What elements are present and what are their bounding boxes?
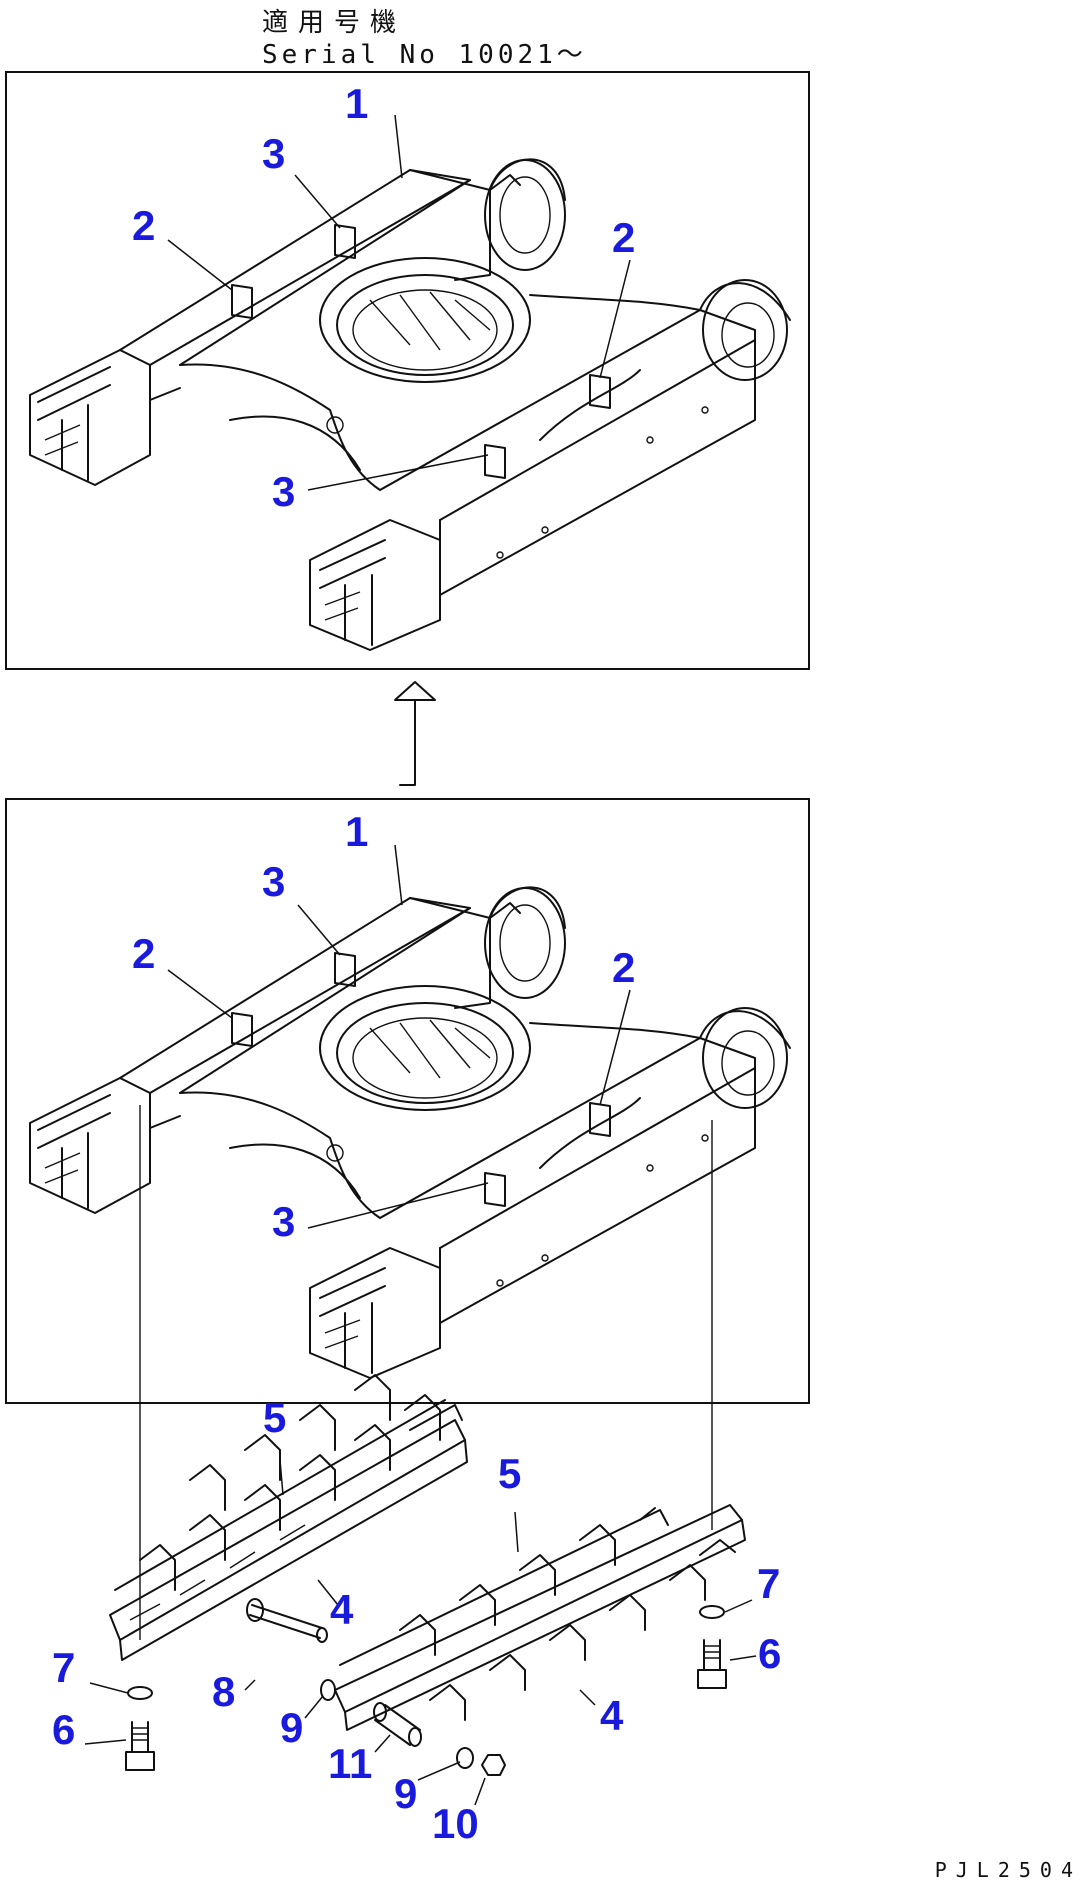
washer-7-right [699,1605,725,1619]
bolt-6-left [125,1721,155,1771]
leader-line [579,1689,596,1706]
callout-10: 10 [432,1800,479,1847]
callout-4: 4 [330,1586,354,1633]
callout-3: 3 [262,858,285,905]
washer-7-left [127,1686,153,1700]
leader-line [244,1679,256,1691]
change-arrow-head [394,681,436,701]
lower-view-frame [5,798,810,1404]
track-guard-right [334,1504,746,1731]
callout-4: 4 [600,1692,624,1739]
leader-line [307,1182,489,1229]
leader-line [374,1734,391,1753]
long-bolt-tip [316,1627,328,1643]
leader-line [394,844,403,906]
callout-9: 9 [394,1770,417,1817]
callout-3: 3 [272,1198,295,1245]
callout-11: 11 [328,1740,372,1787]
applicable-serial-label-jp: 適用号機 [262,8,407,38]
leader-line [599,259,631,379]
drawing-code: PJL2504 [934,1858,1082,1882]
leader-line [729,1655,757,1661]
long-bolt-head [246,1598,264,1622]
callout-5: 5 [263,1394,286,1441]
callout-5: 5 [498,1450,521,1497]
leader-line [294,174,341,229]
callout-8: 8 [212,1668,235,1715]
leader-line [304,1695,324,1719]
leader-line [84,1739,127,1745]
leader-line [514,1511,519,1553]
leader-line [317,1579,339,1606]
bolt-6-right [697,1639,727,1689]
leader-line [599,989,631,1106]
leader-line [474,1777,486,1806]
callout-1: 1 [345,808,368,855]
upper-view-frame [5,71,810,670]
leader-line [297,904,341,956]
change-arrow [399,699,416,786]
leader-line [167,239,233,291]
leader-line [724,1599,753,1613]
callout-2: 2 [132,202,155,249]
callout-6: 6 [52,1706,75,1753]
nut-10 [481,1754,506,1776]
washer-9b [456,1747,474,1769]
leader-line [279,1459,284,1496]
spacer-pipe-end [373,1702,387,1722]
callout-3: 3 [262,130,285,177]
spacer-pipe [374,1704,421,1746]
callout-1: 1 [345,80,368,127]
spacer-pipe-end [408,1727,422,1747]
leader-line [89,1682,129,1694]
leader-line [307,454,489,491]
long-bolt [249,1604,323,1639]
callout-6: 6 [758,1630,781,1677]
leader-line [417,1761,461,1781]
leader-line [167,969,233,1019]
track-guard-left [109,1374,468,1661]
callout-2: 2 [612,944,635,991]
serial-number-label: Serial No 10021〜 [262,40,587,70]
callout-9: 9 [280,1704,303,1751]
washer-9a [320,1679,336,1701]
callout-7: 7 [52,1644,75,1691]
leader-line [394,114,403,179]
callout-2: 2 [132,930,155,977]
callout-7: 7 [757,1560,780,1607]
callout-3: 3 [272,468,295,515]
callout-2: 2 [612,214,635,261]
